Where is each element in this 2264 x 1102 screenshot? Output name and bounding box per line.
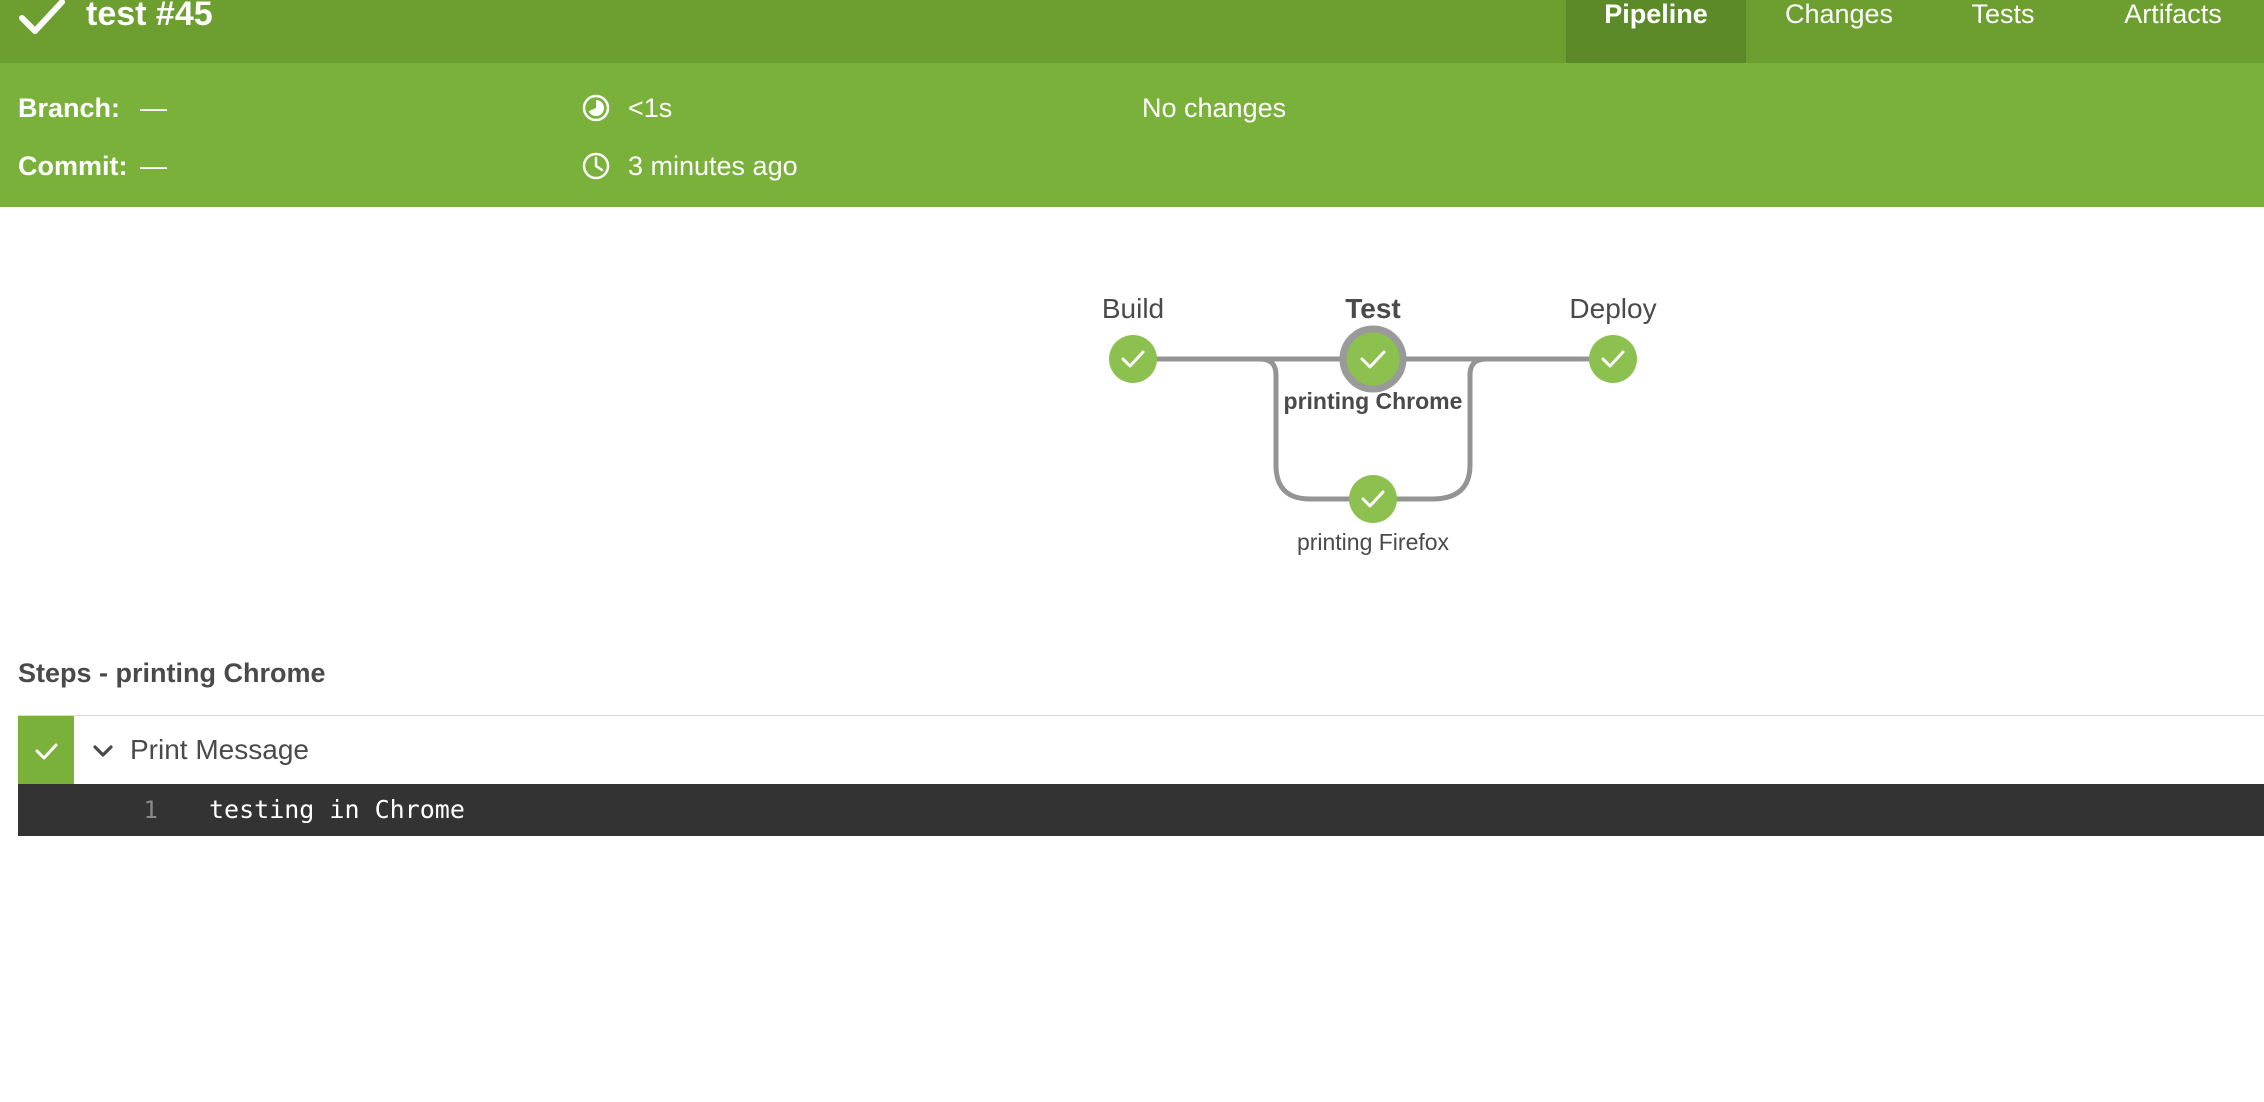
stage-label-test: Test bbox=[1345, 293, 1401, 324]
run-title: test #45 bbox=[86, 0, 213, 33]
time-ago-value: 3 minutes ago bbox=[628, 151, 798, 181]
chevron-down-icon[interactable] bbox=[90, 738, 116, 764]
tab-changes[interactable]: Changes bbox=[1784, 0, 1894, 29]
changes-summary: No changes bbox=[1142, 93, 1287, 123]
steps-title: Steps - printing Chrome bbox=[18, 658, 326, 688]
printing-chrome-status-node[interactable] bbox=[1339, 325, 1407, 393]
printing-firefox-status-node[interactable] bbox=[1349, 475, 1397, 523]
check-icon bbox=[19, 0, 65, 34]
step-row-print-message[interactable]: Print Message bbox=[18, 715, 2264, 784]
run-info-bar: Branch: — Commit: — <1s 3 minutes ago No… bbox=[0, 63, 2264, 207]
run-header: test #45 Pipeline Changes Tests Artifact… bbox=[0, 0, 2264, 63]
step-log-output: 1 testing in Chrome bbox=[18, 784, 2264, 836]
check-icon bbox=[1361, 490, 1385, 508]
clock-icon bbox=[582, 152, 610, 180]
pipeline-graph: Build Test Deploy printing Chrome printi… bbox=[1080, 280, 1680, 580]
node-label-printing-firefox: printing Firefox bbox=[1296, 529, 1450, 555]
branch-value: — bbox=[140, 93, 167, 123]
tab-tests[interactable]: Tests bbox=[1971, 0, 2035, 29]
step-name: Print Message bbox=[130, 734, 309, 765]
duration-icon bbox=[582, 94, 610, 122]
commit-label: Commit: bbox=[18, 151, 128, 181]
stage-label-deploy: Deploy bbox=[1569, 293, 1657, 324]
check-icon bbox=[1121, 350, 1145, 368]
log-line-number: 1 bbox=[143, 796, 158, 824]
commit-value: — bbox=[140, 151, 167, 181]
check-icon bbox=[1601, 350, 1625, 368]
node-label-printing-chrome: printing Chrome bbox=[1283, 388, 1463, 414]
check-icon bbox=[1360, 350, 1386, 369]
build-status-node[interactable] bbox=[1109, 335, 1157, 383]
step-status bbox=[18, 716, 74, 784]
check-icon bbox=[35, 743, 58, 760]
stage-label-build: Build bbox=[1101, 293, 1165, 324]
deploy-status-node[interactable] bbox=[1589, 335, 1637, 383]
log-line-text: testing in Chrome bbox=[209, 795, 465, 824]
duration-value: <1s bbox=[628, 93, 673, 123]
tab-pipeline[interactable]: Pipeline bbox=[1566, 0, 1746, 63]
tab-artifacts[interactable]: Artifacts bbox=[2124, 0, 2222, 29]
branch-label: Branch: bbox=[18, 93, 121, 123]
